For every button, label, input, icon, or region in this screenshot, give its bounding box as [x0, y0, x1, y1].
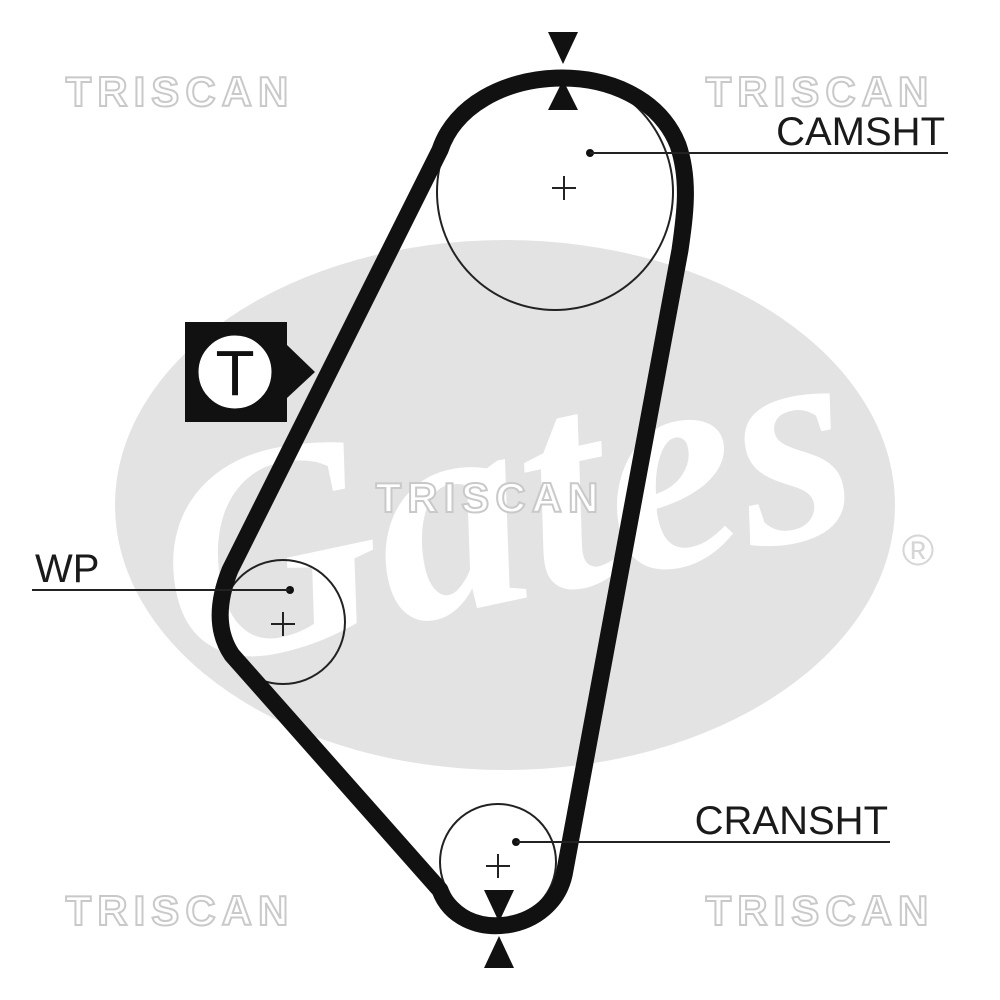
watermark-bottom-left: TRISCAN: [66, 887, 295, 934]
timing-belt: [211, 69, 694, 935]
registered-mark: ®: [902, 526, 934, 575]
tensioner-circle: [195, 332, 275, 412]
crankshaft-timing-mark-bottom: [484, 936, 514, 968]
watermark-top-right: TRISCAN: [706, 68, 935, 115]
tensioner-symbol: T: [185, 322, 315, 422]
watermark-top-left: TRISCAN: [66, 68, 295, 115]
camshaft-label: CAMSHT: [776, 110, 945, 154]
watermark-center: TRISCAN: [376, 474, 605, 521]
water-pump-center-cross: [271, 612, 295, 636]
water-pump-label: WP: [35, 547, 99, 591]
camshaft-center-cross: [552, 176, 576, 200]
crankshaft-timing-mark-top: [484, 890, 514, 922]
camshaft-timing-mark-top: [548, 32, 578, 64]
watermark-bottom-right: TRISCAN: [706, 887, 935, 934]
camshaft-timing-mark-bottom: [548, 80, 578, 110]
crankshaft-label: CRANSHT: [695, 799, 888, 843]
tensioner-letter: T: [215, 337, 254, 409]
crankshaft-center-cross: [486, 854, 510, 878]
